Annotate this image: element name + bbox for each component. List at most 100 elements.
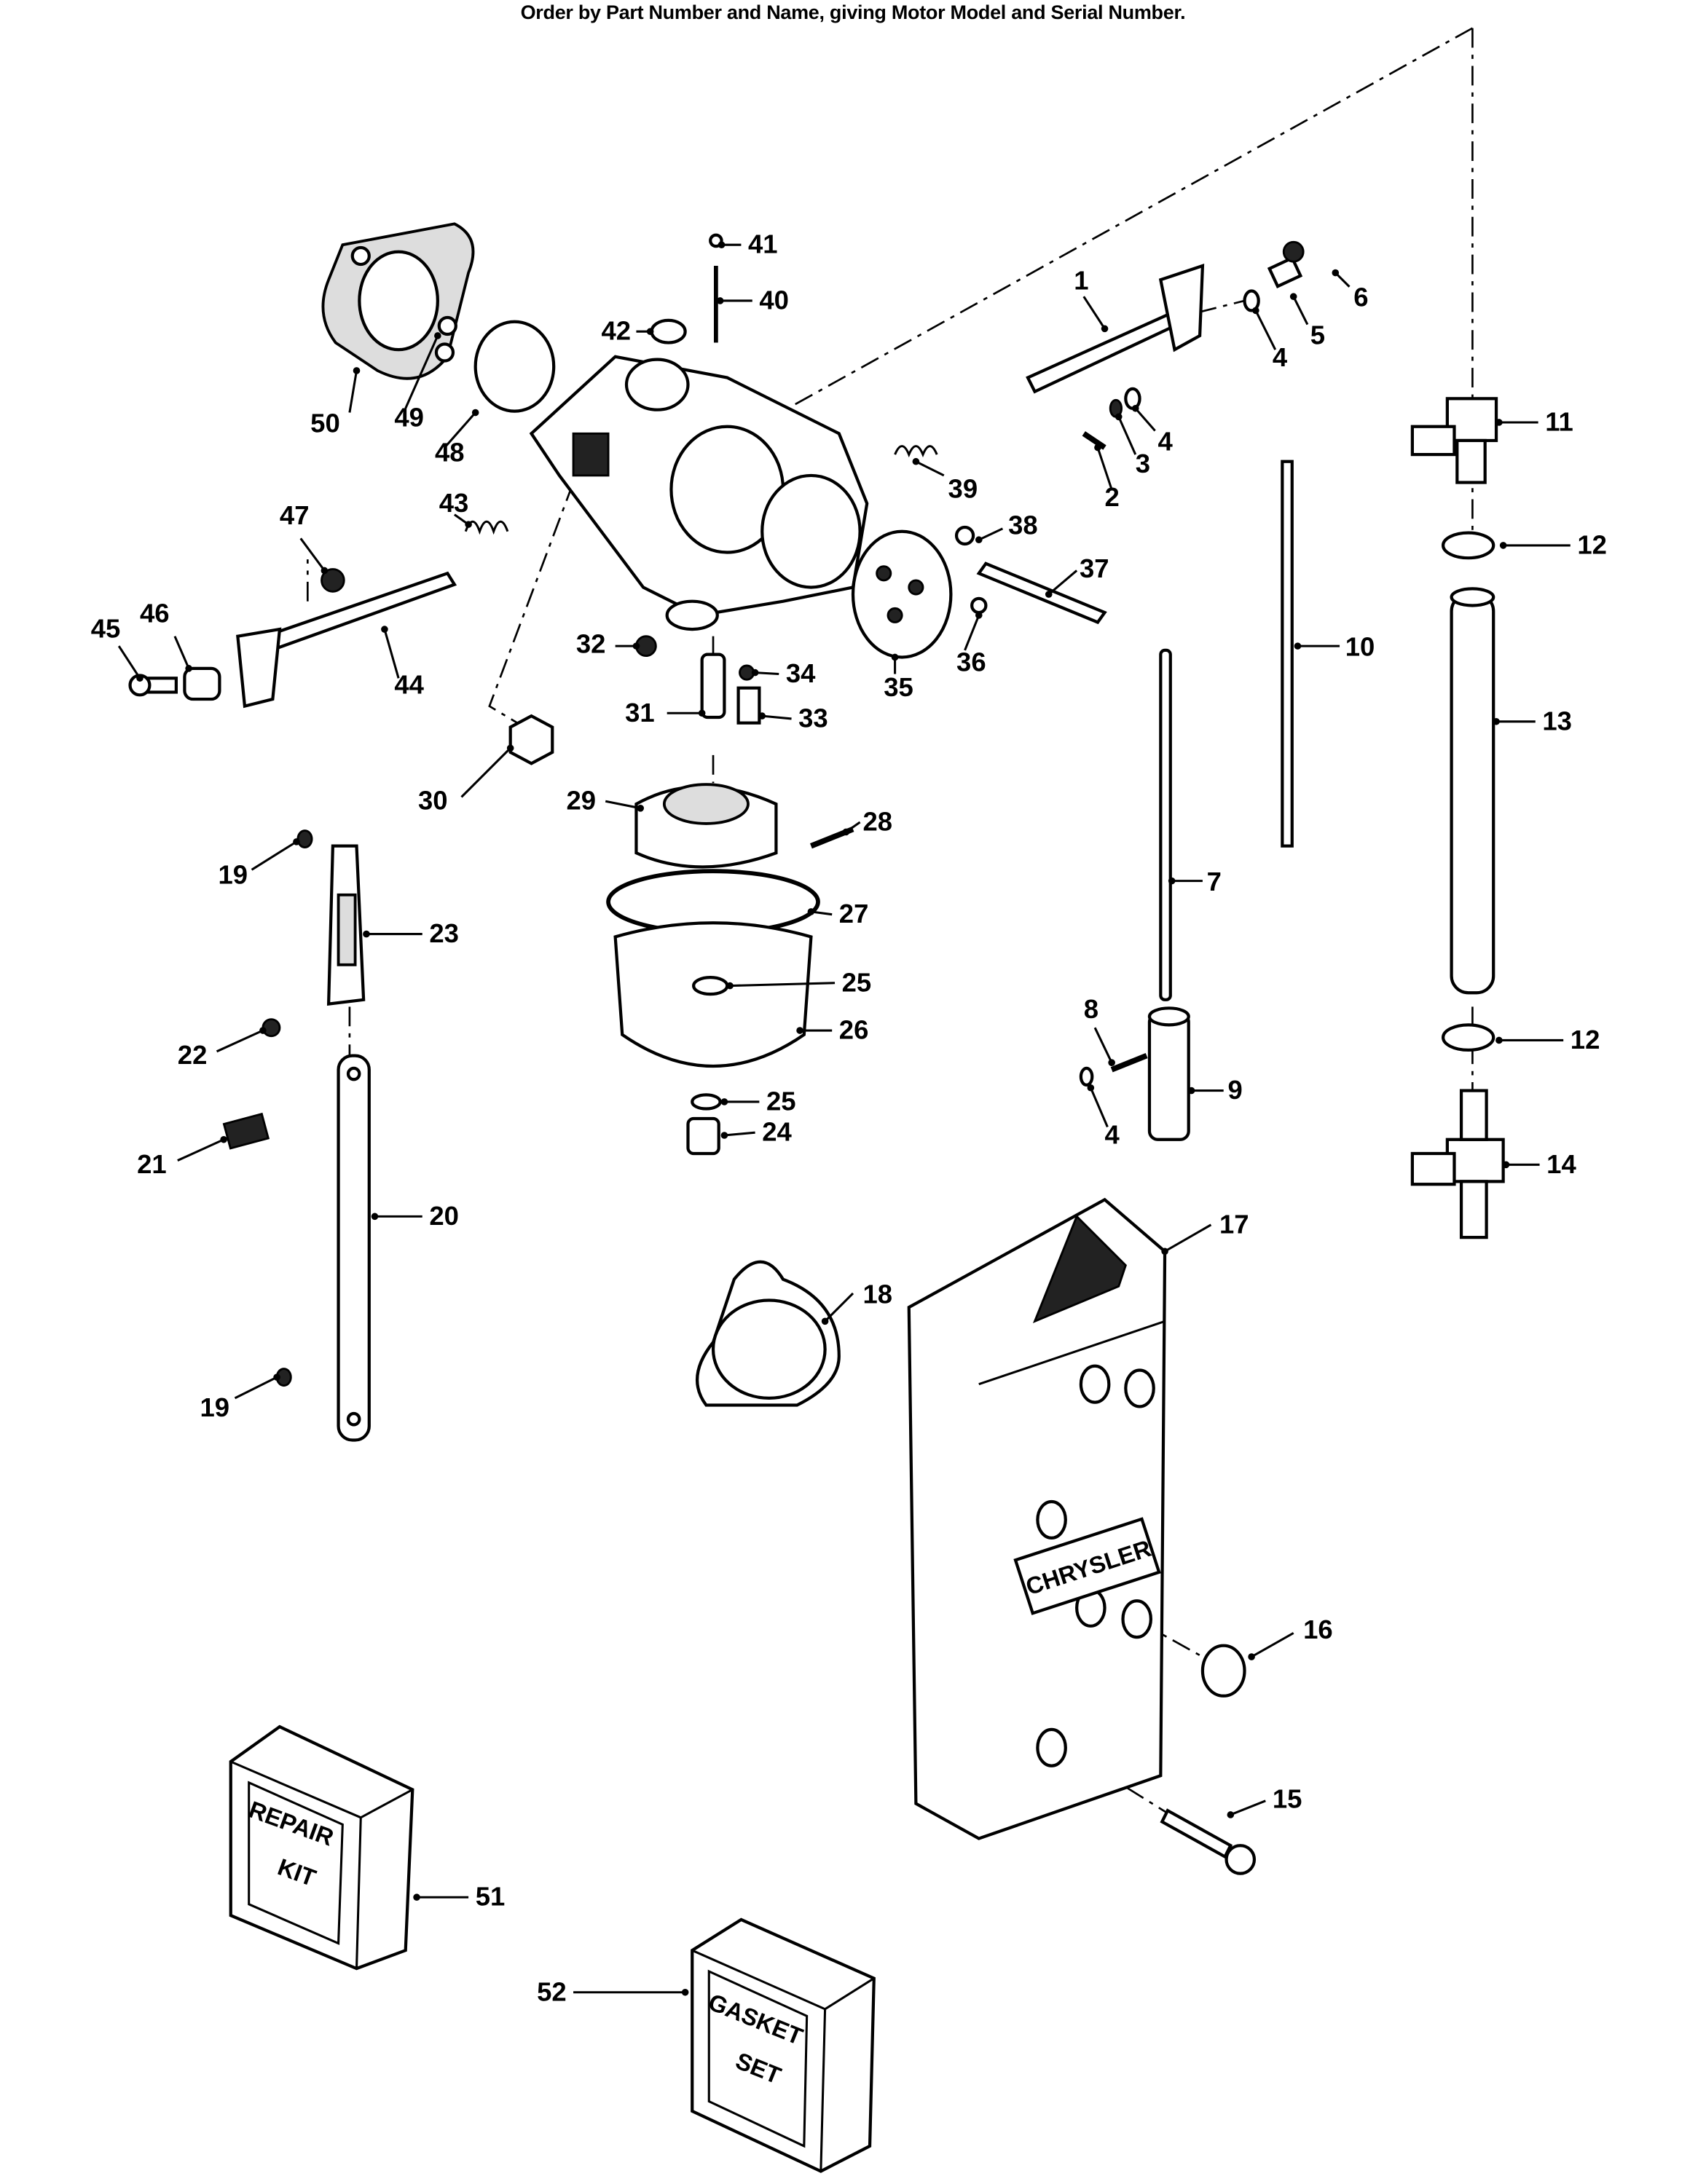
callout-11: 11 bbox=[1495, 406, 1573, 436]
small-parts-4-5-6 bbox=[1082, 240, 1305, 450]
leader-line bbox=[605, 800, 641, 810]
leader-arrowhead bbox=[1248, 1653, 1255, 1660]
callout-number: 4 bbox=[1273, 342, 1288, 372]
leader-arrowhead bbox=[720, 1132, 728, 1139]
callout-number: 6 bbox=[1353, 283, 1368, 312]
leader-line bbox=[117, 645, 141, 679]
lever-9 bbox=[1147, 1006, 1190, 1141]
hose-13 bbox=[1450, 587, 1495, 995]
callout-21: 21 bbox=[137, 1135, 227, 1179]
float-29 bbox=[634, 783, 778, 869]
gasket-set-box: GASKET SET bbox=[691, 1917, 876, 2173]
leader-arrowhead bbox=[371, 1213, 379, 1221]
callout-22: 22 bbox=[178, 1027, 267, 1070]
leader-arrowhead bbox=[434, 332, 441, 339]
callout-number: 1 bbox=[1074, 266, 1088, 296]
callout-41: 41 bbox=[718, 229, 778, 259]
callout-number: 22 bbox=[178, 1040, 208, 1070]
leader-arrowhead bbox=[912, 457, 920, 465]
plug-16 bbox=[1200, 1644, 1246, 1698]
leader-line bbox=[1082, 296, 1106, 330]
leader-arrowhead bbox=[136, 674, 144, 682]
callout-52: 52 bbox=[537, 1976, 689, 2006]
leader-arrowhead bbox=[632, 642, 640, 650]
leader-line bbox=[348, 370, 358, 413]
callout-3: 3 bbox=[1115, 413, 1150, 478]
callout-43: 43 bbox=[439, 488, 472, 528]
callout-number: 2 bbox=[1105, 482, 1120, 512]
callout-16: 16 bbox=[1248, 1615, 1333, 1660]
callout-number: 12 bbox=[1577, 529, 1607, 559]
drain-plug-24 bbox=[686, 1116, 720, 1156]
screw-22 bbox=[262, 1018, 281, 1038]
leader-line bbox=[234, 1376, 278, 1400]
leader-arrowhead bbox=[681, 1988, 689, 1996]
rod-10 bbox=[1281, 460, 1294, 848]
washers-25 bbox=[691, 975, 729, 1111]
clip-12 bbox=[1441, 531, 1495, 1052]
callout-number: 51 bbox=[476, 1882, 506, 1912]
leader-arrowhead bbox=[185, 665, 192, 672]
callout-8: 8 bbox=[1084, 994, 1115, 1066]
callout-42: 42 bbox=[601, 316, 654, 346]
carburetor-gasket bbox=[321, 222, 475, 380]
washer-19 bbox=[275, 829, 313, 1387]
callout-39: 39 bbox=[912, 457, 978, 504]
callout-47: 47 bbox=[280, 500, 329, 575]
leader-arrowhead bbox=[1161, 1247, 1168, 1255]
callout-number: 3 bbox=[1136, 449, 1150, 478]
spring-39 bbox=[894, 445, 938, 458]
leader-line bbox=[444, 411, 476, 449]
leader-line bbox=[404, 335, 439, 409]
leader-line bbox=[724, 1131, 755, 1137]
callout-number: 10 bbox=[1345, 632, 1375, 662]
callout-number: 49 bbox=[394, 403, 424, 433]
pin-8 bbox=[1079, 1053, 1148, 1087]
callout-13: 13 bbox=[1493, 706, 1572, 736]
leader-line bbox=[216, 1029, 264, 1053]
leader-arrowhead bbox=[1087, 1084, 1095, 1092]
callout-number: 17 bbox=[1219, 1209, 1249, 1239]
callout-23: 23 bbox=[363, 918, 459, 948]
leader-arrowhead bbox=[1094, 443, 1101, 452]
leader-arrowhead bbox=[1187, 1087, 1195, 1095]
callout-12: 12 bbox=[1499, 529, 1607, 559]
leader-arrowhead bbox=[1108, 1059, 1115, 1066]
leader-arrowhead bbox=[751, 669, 759, 677]
callout-number: 48 bbox=[435, 438, 465, 468]
callout-number: 23 bbox=[429, 918, 459, 948]
callout-number: 28 bbox=[862, 807, 892, 837]
leader-line bbox=[762, 714, 792, 720]
throttle-shaft bbox=[1026, 264, 1205, 394]
callout-number: 42 bbox=[601, 316, 631, 346]
assembly-lines bbox=[306, 27, 1474, 1818]
callout-number: 29 bbox=[566, 786, 596, 816]
callout-50: 50 bbox=[310, 367, 361, 438]
callout-number: 50 bbox=[310, 408, 340, 438]
float-valve-31-33-34 bbox=[700, 653, 761, 725]
leader-line bbox=[964, 615, 980, 651]
callout-number: 25 bbox=[766, 1086, 796, 1116]
callout-4: 4 bbox=[1131, 404, 1173, 456]
leader-arrowhead bbox=[363, 930, 370, 938]
leader-arrowhead bbox=[1294, 642, 1302, 650]
callout-number: 47 bbox=[280, 500, 310, 530]
callout-51: 51 bbox=[413, 1882, 505, 1912]
callout-40: 40 bbox=[716, 285, 789, 315]
leader-line bbox=[383, 628, 400, 679]
callout-1: 1 bbox=[1074, 266, 1109, 333]
callout-number: 33 bbox=[798, 703, 828, 733]
tee-fitting-14 bbox=[1410, 1089, 1505, 1239]
throttle-valve-48 bbox=[473, 320, 556, 413]
callout-31: 31 bbox=[625, 698, 706, 728]
callout-number: 43 bbox=[439, 488, 469, 518]
callout-number: 31 bbox=[625, 698, 655, 728]
leader-line bbox=[915, 460, 945, 477]
leader-arrowhead bbox=[807, 908, 815, 915]
leader-arrowhead bbox=[1499, 542, 1507, 549]
callout-number: 46 bbox=[140, 598, 170, 628]
leader-line bbox=[1089, 1087, 1109, 1128]
callout-28: 28 bbox=[842, 807, 892, 837]
leader-line bbox=[1251, 1632, 1294, 1658]
callout-29: 29 bbox=[566, 786, 645, 816]
